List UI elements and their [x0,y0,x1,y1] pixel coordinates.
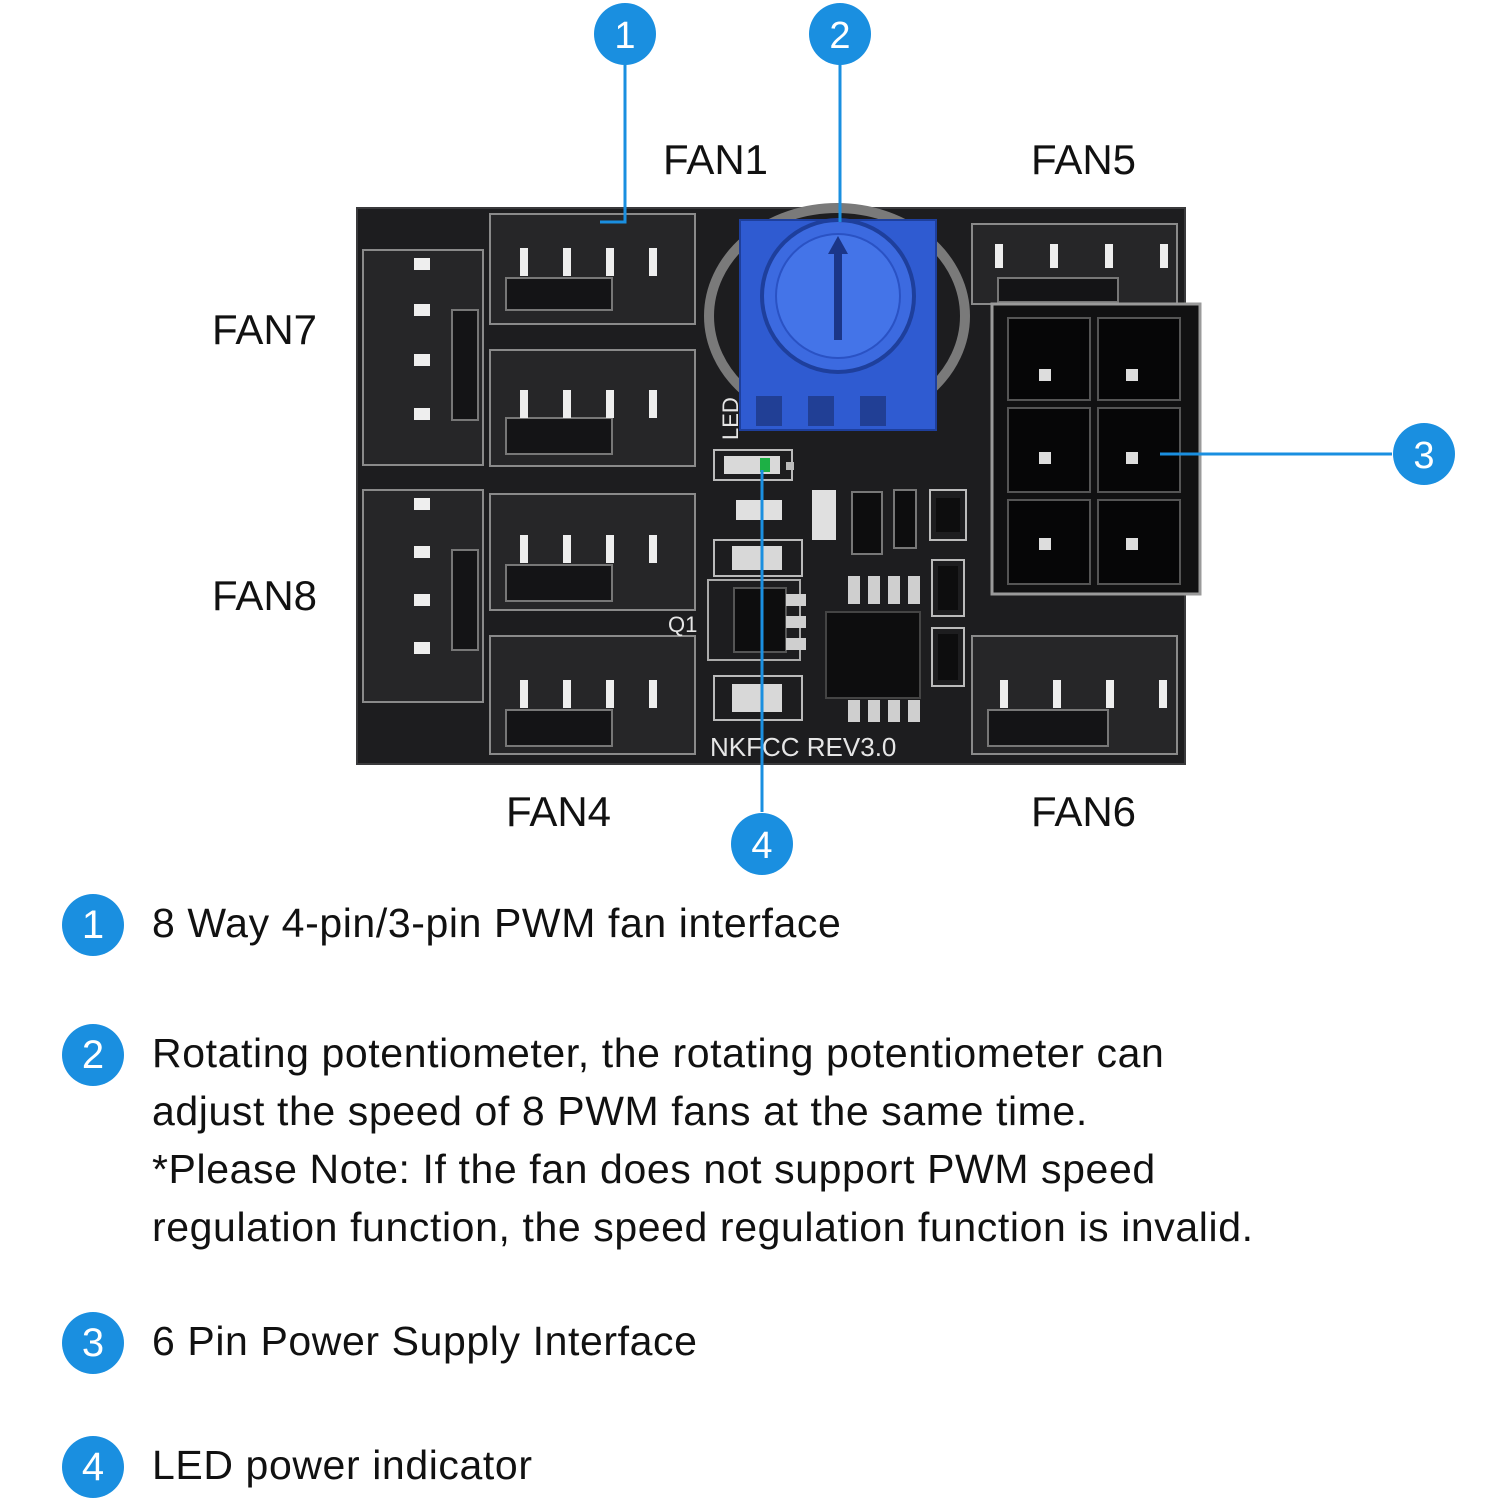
legend-badge-4: 4 [62,1436,124,1498]
callout-lines [600,60,1392,812]
smd-components [713,489,967,721]
callout-4: 4 [731,813,793,875]
legend-line: LED power indicator [152,1442,533,1488]
legend-badge-2: 2 [62,1024,124,1086]
svg-text:2: 2 [829,15,850,57]
fan1-label: FAN1 [663,136,768,183]
fan6-label: FAN6 [1031,788,1136,835]
svg-text:1: 1 [614,15,635,57]
legend-badge-1: 1 [62,894,124,956]
callout-1: 1 [594,3,656,65]
ic-chip [825,576,921,722]
legend-line: *Please Note: If the fan does not suppor… [152,1146,1156,1192]
legend-item-1: 1 8 Way 4-pin/3-pin PWM fan interface [62,894,841,956]
pcb-board: NKFCC REV3.0 LED Q1 [356,203,1202,765]
fan1-connector [489,213,696,325]
legend-line: 8 Way 4-pin/3-pin PWM fan interface [152,900,842,946]
silkscreen-q1: Q1 [668,612,697,637]
power-connector-6pin [990,302,1202,596]
legend-text-4: LED power indicator [152,1436,533,1494]
fan5-label: FAN5 [1031,136,1136,183]
legend-text-1: 8 Way 4-pin/3-pin PWM fan interface [152,894,841,952]
led-indicator [713,449,794,481]
fan5-connector [971,223,1178,305]
callout-3: 3 [1393,423,1455,485]
fan4-label: FAN4 [506,788,611,835]
fan-hub-diagram: NKFCC REV3.0 LED Q1 FAN1 FAN5 FAN7 FAN8 … [212,3,1455,875]
fan8-label: FAN8 [212,572,317,619]
legend-line: 6 Pin Power Supply Interface [152,1318,698,1364]
transistor-q1 [707,579,806,661]
silkscreen-model: NKFCC REV3.0 [710,732,896,762]
svg-text:3: 3 [1413,435,1434,477]
potentiometer [704,203,970,431]
fan7-connector [362,249,484,466]
legend-line: Rotating potentiometer, the rotating pot… [152,1030,1165,1076]
legend-item-4: 4 LED power indicator [62,1436,533,1498]
silkscreen-led: LED [718,397,743,440]
svg-text:4: 4 [751,825,772,867]
fan2-connector [489,349,696,467]
legend-text-3: 6 Pin Power Supply Interface [152,1312,698,1370]
legend-item-2: 2 Rotating potentiometer, the rotating p… [62,1024,1254,1256]
callout-2: 2 [809,3,871,65]
legend-line: adjust the speed of 8 PWM fans at the sa… [152,1088,1088,1134]
fan4-connector [489,635,696,755]
legend-badge-3: 3 [62,1312,124,1374]
fan3-connector [489,493,696,611]
fan8-connector [362,489,484,703]
fan7-label: FAN7 [212,306,317,353]
fan6-connector [971,635,1178,755]
legend-text-2: Rotating potentiometer, the rotating pot… [152,1024,1254,1256]
legend-line: regulation function, the speed regulatio… [152,1204,1254,1250]
legend-item-3: 3 6 Pin Power Supply Interface [62,1312,698,1374]
